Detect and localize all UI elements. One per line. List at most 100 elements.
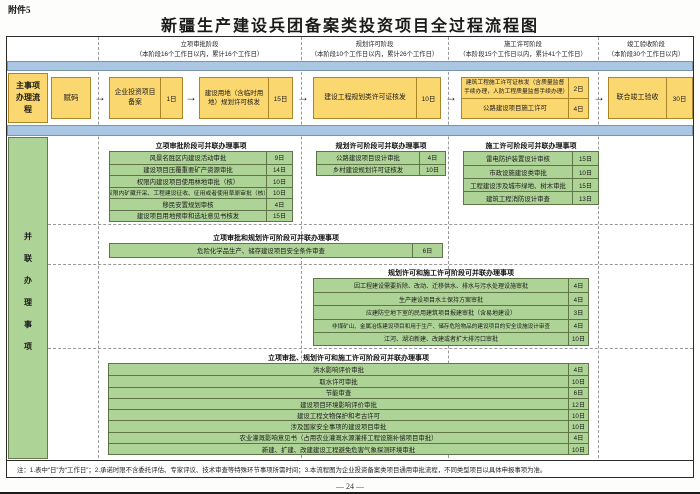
item-label: 非煤矿山、金属冶炼建设项目和用于生产、储存危险物品的建设项目的安全设施设计审查 [331,323,551,330]
column-divider [98,37,99,463]
table-row: 应建防空地下室的民用建筑项目报建审批（含易地建设） 3日 [314,305,588,319]
item-duration: 12日 [568,398,588,410]
row-divider [48,224,693,225]
item-label: 移民安置规划审核 [162,201,214,209]
table-row: 涉及国家安全事项的建设项目审批 10日 [109,420,588,432]
page-bottom-edge [0,492,700,494]
stage-limit: （本阶段30个工作日以内） [607,51,685,59]
stage-name: 施工许可阶段 [504,41,542,48]
flow-substep-building-permit: 建筑工程施工许可证核发（含质量监督手续办理，人防工程质量监督手续办理） 2日 [462,78,588,98]
table-row: 农业灌溉影响意见书（占用农业灌溉水源灌排工程设施补偿项目审批） 4日 [109,431,588,444]
table-row: 市政设施建设类审批 10日 [464,165,598,178]
item-duration: 15日 [572,152,598,165]
item-label: 应建防空地下室的民用建筑项目报建审批（含易地建设） [365,310,516,317]
flow-substep-highway-permit: 公路建设项目施工许可 4日 [462,97,588,118]
separator-band-bottom [7,125,693,136]
item-label: 取水许可审批 [319,378,358,386]
item-label: 市政设施建设类审批 [489,169,547,177]
stage-name: 规划许可阶段 [355,41,394,48]
item-duration: 10日 [568,332,588,345]
stage-header-acceptance: 竣工验收阶段 （本阶段30个工作日以内） [598,40,694,60]
section-title: 立项审批阶段可并联办理事项 [155,143,247,150]
flow-arrow-icon: → [445,90,457,104]
stage-name: 竣工验收阶段 [627,41,665,48]
table-row: 公路建设项目设计审批 4日 [317,152,445,164]
item-duration: 10日 [572,166,598,178]
item-label: 权限内矿藏开采、工程建设征收、征用或者使用草原审批（核） [110,191,266,198]
item-duration: 10日 [266,187,292,198]
section-title: 立项审批、规划许可和施工许可阶段可并联办理事项 [268,355,429,362]
item-duration: 4日 [419,152,445,164]
item-label: 危险化学品生产、储存建设项目安全条件审查 [197,248,325,255]
item-label: 农业灌溉影响意见书（占用农业灌溉水源灌排工程设施补偿项目审批） [239,435,438,443]
item-duration: 4日 [568,293,588,306]
item-duration: 14日 [266,164,292,175]
item-duration: 10日 [419,164,445,175]
flow-arrow-icon: → [185,90,197,104]
column-divider [448,37,449,463]
flow-step-land-permit: 建设用地（含临时用地）规划许可核发 15日 [199,77,293,119]
flow-step-label: 赋码 [63,92,79,102]
parallel-label-text: 并联办理事项 [23,232,33,364]
item-duration: 10日 [568,444,588,455]
main-flow-row-label: 主事项办理流程 [8,73,48,123]
flow-step-label: 建设用地（含临时用地）规划许可核发 [204,89,264,106]
footnote: 注：1.表中“日”为“工作日”；2.承诺时限不含委托评估、专家评议、技术审查等特… [7,460,693,477]
table-row: 移民安置规划审核 4日 [110,198,292,210]
item-duration: 4日 [568,432,588,444]
parallel-table-approval-planning: 危险化学品生产、储存建设项目安全条件审查 6日 [109,243,443,258]
item-label: 风景名胜区内建设活动审批 [149,155,227,163]
flow-step-label: 建设工程规划类许可证核发 [324,94,406,102]
flow-step-construction-permit: 建筑工程施工许可证核发（含质量监督手续办理，人防工程质量监督手续办理） 2日 公… [461,77,589,119]
column-divider [598,37,599,463]
table-row: 工程建设涉及城市绿地、树木审批 15日 [464,178,598,191]
flow-step-label: 企业投资项目备案 [114,89,156,106]
section-title: 规划许可阶段可并联办理事项 [335,143,427,150]
item-label: 建筑工程消防设计审查 [486,195,550,203]
section-title: 立项审批和规划许可阶段可并联办理事项 [213,235,339,242]
item-label: 生产建设项目水土保持方案审批 [398,297,483,304]
flowchart-table: 立项审批阶段 （本阶段16个工作日以内，累计16个工作日） 规划许可阶段 （本阶… [6,36,694,478]
stage-header-planning: 规划许可阶段 （本阶段10个工作日以内，累计26个工作日） [301,40,448,60]
page-number: — 24 — [336,482,364,491]
item-duration: 15日 [572,179,598,191]
item-label: 公路建设项目设计审批 [336,155,400,163]
table-row: 江河、湖泊新建、改建或者扩大排污口审批 10日 [314,331,588,345]
item-label: 工程建设涉及城市绿地、树木审批 [470,182,566,190]
item-duration: 4日 [568,319,588,332]
stage-limit: （本阶段10个工作日以内，累计26个工作日） [310,51,439,59]
item-duration: 10日 [568,410,588,421]
item-label: 江河、湖泊新建、改建或者扩大排污口审批 [383,337,498,344]
flow-step-duration: 2日 [568,78,588,98]
item-duration: 10日 [266,176,292,187]
item-duration: 10日 [568,421,588,432]
flow-step-duration: 30日 [666,78,692,118]
item-duration: 6日 [412,244,442,257]
table-row: 权限内矿藏开采、工程建设征收、征用或者使用草原审批（核）10日 [110,186,292,198]
table-row: 取水许可审批 10日 [109,375,588,387]
table-row: 权限内建设项目使用林地审批（核）10日 [110,175,292,187]
item-duration: 4日 [266,199,292,210]
table-row: 危险化学品生产、储存建设项目安全条件审查 6日 [110,244,442,257]
stage-header-approval: 立项审批阶段 （本阶段16个工作日以内，累计16个工作日） [98,40,301,60]
item-duration: 3日 [568,306,588,319]
separator-band-top [7,61,693,71]
parallel-items-row-label: 并联办理事项 [8,137,48,459]
item-duration: 10日 [568,376,588,387]
flow-arrow-icon: → [94,90,106,104]
item-label: 涉及国家安全事项的建设项目审批 [290,424,387,432]
item-label: 建设工程文物保护和考古许可 [296,412,381,420]
